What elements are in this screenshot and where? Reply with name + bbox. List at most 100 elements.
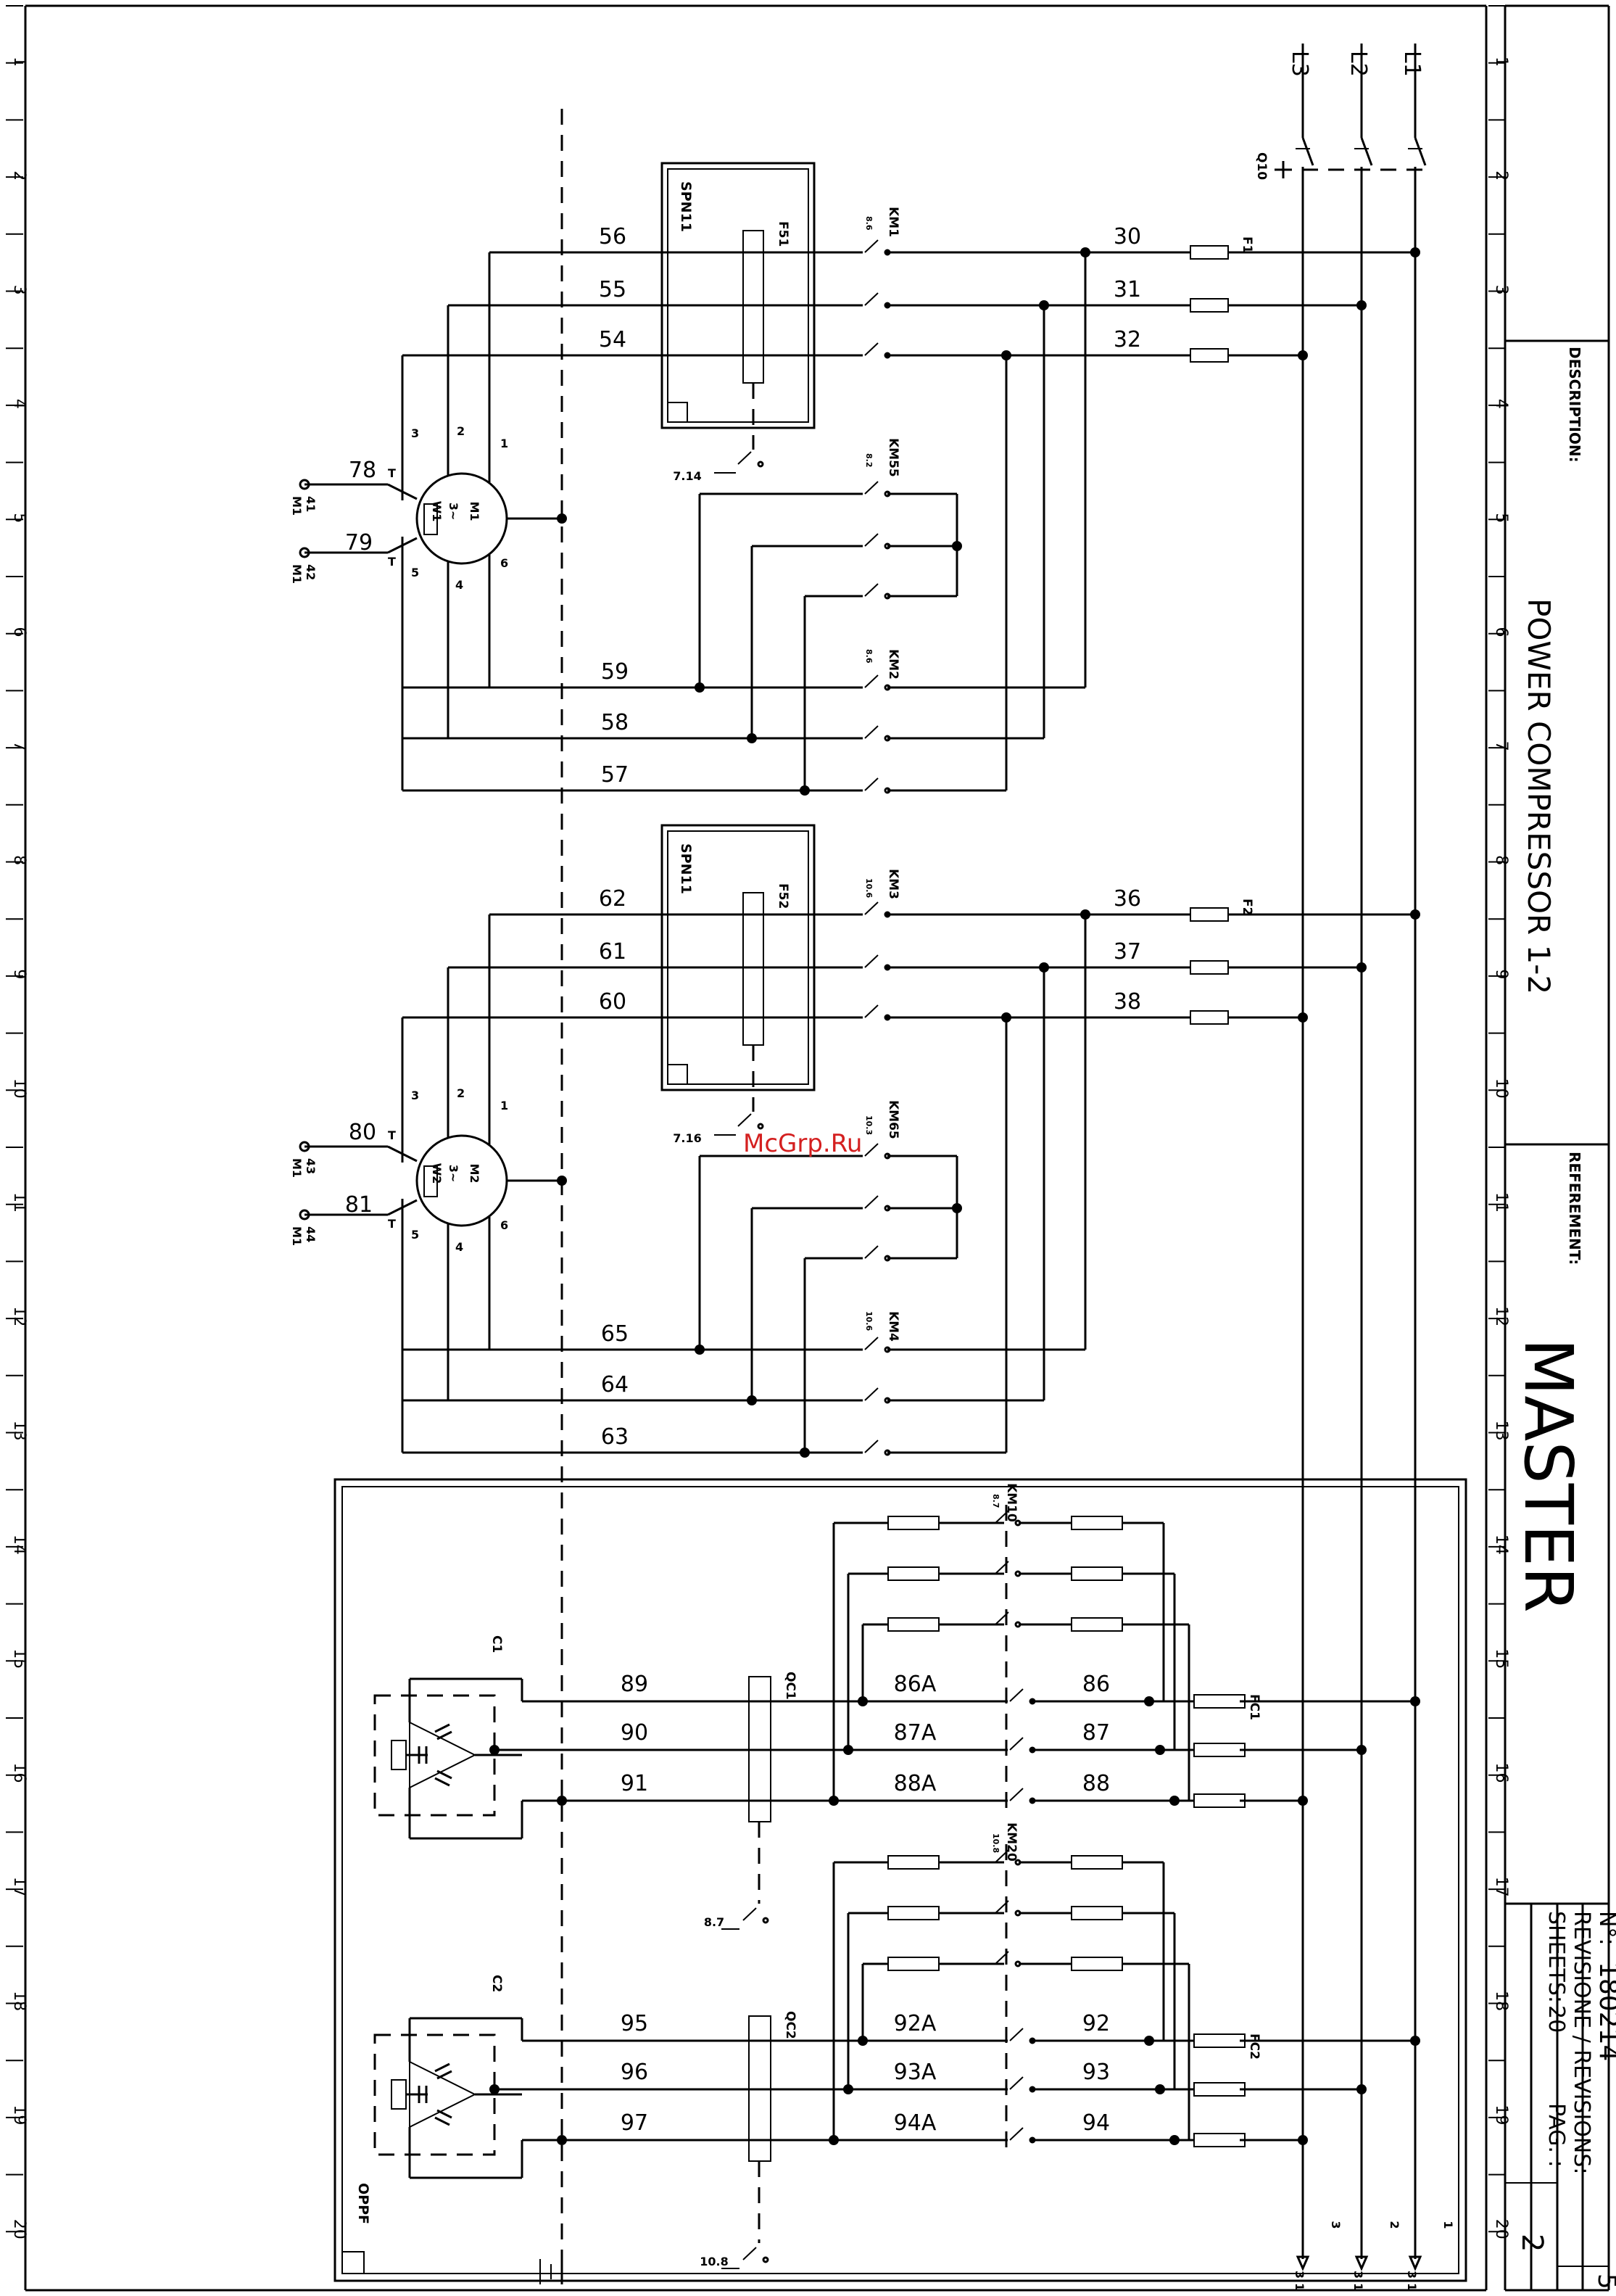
grid-number-left: 5 [10,513,28,523]
contact-blade [864,1337,879,1350]
filter-fuse [887,1617,940,1632]
winding-pin: 1 [500,437,508,450]
contactor-ref: 10.6 [864,878,874,898]
wire-number: 37 [1114,939,1141,965]
wire-number: 54 [599,327,626,352]
grid-number-left: 18 [10,1991,28,2011]
wire-number: 88A [894,1771,937,1796]
winding-pin: 6 [500,556,508,570]
contact-terminal [884,1014,891,1021]
terminal-group: M1 [290,564,304,584]
fuse-element [1190,1010,1229,1025]
contact-blade [737,451,752,465]
sheets-value: 20 [1544,2005,1569,2033]
winding-pin: 5 [411,1228,419,1242]
terminal-number: 44 [304,1226,318,1242]
contactor-label: KM3 [886,869,900,899]
contact-blade [864,1387,879,1401]
contactor-ref: 8.6 [864,216,874,231]
filter-fuse [1193,2033,1246,2048]
rail-arrow [1296,2255,1310,2271]
contact-blade [864,1245,879,1259]
wire-number: 61 [599,939,626,965]
junction-dot [1144,1696,1154,1706]
aux-ref: 8.7 [704,1915,724,1929]
winding-pin: 2 [457,1086,465,1100]
winding-pin: 4 [455,1240,463,1254]
wire-number: 80 [349,1120,376,1145]
wire-number: 60 [599,989,626,1015]
fuse-element [1190,245,1229,260]
grid-number-right: 2 [1492,170,1510,181]
drawing-number: 180214 [1594,1962,1616,2061]
protection-corner [667,402,688,423]
wire-number: 86A [894,1672,937,1697]
wire-number: 55 [599,277,626,302]
junction-dot [858,1696,868,1706]
wire [436,2109,452,2119]
winding-pin: 5 [411,566,419,579]
switch-blade [1414,137,1427,166]
winding-pin: 6 [500,1218,508,1232]
grid-number-left: 12 [10,1306,28,1326]
contact-blade [864,481,879,495]
description-label: DESCRIPTION: [1566,347,1583,463]
wire-number: 97 [621,2110,648,2136]
wire-number: 31 [1114,277,1141,302]
junction-dot [829,1796,839,1806]
terminal-group: M1 [290,496,304,516]
contact-blade [742,2247,757,2260]
breaker-label: QC2 [783,2011,797,2039]
grid-number-right: 19 [1492,2105,1510,2125]
contactor-ref: 8.7 [991,1494,1000,1508]
grid-number-right: 17 [1492,1877,1510,1897]
grid-number-right: 3 [1492,285,1510,295]
filter-fuse [887,1855,940,1870]
contactor-label: KM65 [886,1100,900,1139]
motor-phase: 3~ [447,503,460,521]
wire-number: 94 [1082,2110,1110,2136]
filter-corner [341,2251,365,2274]
thermistor-pin: T [388,555,396,569]
contact-terminal [1029,2037,1036,2044]
contactor-label: KM55 [886,438,900,477]
contact-blade [1009,1788,1024,1801]
page-value: 2 [1515,2234,1549,2252]
fuse-element [1190,960,1229,975]
watermark: McGrp.Ru [743,1129,862,1158]
contact-terminal [884,249,891,256]
wire-number: 65 [601,1321,629,1347]
filter-fuse [1071,1855,1123,1870]
terminal-group: M1 [290,1158,304,1178]
grid-number-left: 14 [10,1535,28,1555]
aux-ref: 10.8 [700,2255,728,2268]
grid-number-left: 15 [10,1648,28,1669]
grid-number-right: 14 [1492,1535,1510,1555]
contact-terminal [884,911,891,918]
phase-label-2: L2 [1346,51,1371,77]
grid-number-left: 13 [10,1421,28,1441]
filter-fuse [1193,1743,1246,1757]
grid-number-left: 20 [10,2219,28,2239]
protection-corner [667,1064,688,1085]
contact-blade [864,1440,879,1453]
grid-number-left: 9 [10,969,28,979]
filter-label: OPPF [355,2183,371,2224]
grid-number-right: 20 [1492,2219,1510,2239]
contactor-ref: 10.6 [864,1311,874,1331]
filter-fuse [1071,1617,1123,1632]
protection-label: SPN11 [678,843,694,894]
filter-fuse [887,1957,940,1971]
contact-terminal [1029,1797,1036,1804]
wire [434,2062,450,2073]
protection-label: SPN11 [678,181,694,232]
contact-terminal [757,1123,764,1130]
wire-number: 92A [894,2011,937,2036]
contact-blade [864,901,879,915]
wire-number: 30 [1114,224,1141,249]
wire-number: 87 [1082,1720,1110,1746]
wire-number: 90 [621,1720,648,1746]
protection-box [660,824,816,1091]
wire-number: 87A [894,1720,937,1746]
